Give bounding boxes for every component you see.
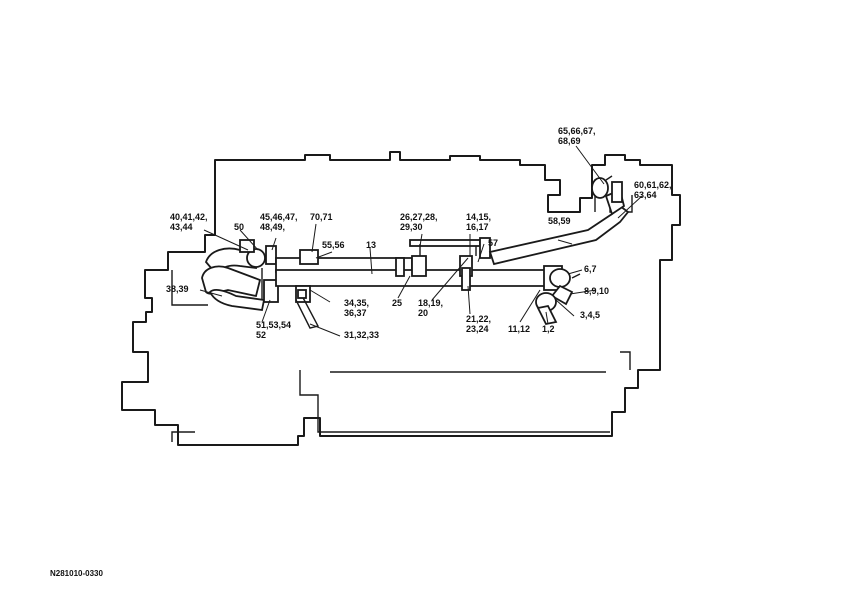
callout-34-37-line2: 36,37 <box>344 308 367 318</box>
callout-8-10: 8,9,10 <box>584 286 609 296</box>
leader-lines <box>199 145 643 337</box>
callout-45-49: 45,46,47, <box>260 212 298 222</box>
callout-57: 57 <box>488 238 498 248</box>
figure-code: N281010-0330 <box>50 569 103 578</box>
engine-block-outline <box>121 151 681 446</box>
callout-25: 25 <box>392 298 402 308</box>
callout-58-59: 58,59 <box>548 216 571 226</box>
callout-38-39: 38,39 <box>166 284 189 294</box>
callout-55-56: 55,56 <box>322 240 345 250</box>
callout-70-71: 70,71 <box>310 212 333 222</box>
manifold-pipes <box>275 237 546 329</box>
callout-14-17: 14,15, <box>466 212 491 222</box>
callout-40-44: 40,41,42, <box>170 212 208 222</box>
callout-6-7: 6,7 <box>584 264 597 274</box>
callout-1-2: 1,2 <box>542 324 555 334</box>
callout-51-54: 51,53,54 <box>256 320 291 330</box>
callout-11-12: 11,12 <box>508 324 530 334</box>
callout-60-64-line2: 63,64 <box>634 190 657 200</box>
right-riser-pipe <box>488 175 630 266</box>
callout-14-17-line2: 16,17 <box>466 222 489 232</box>
callout-21-24: 21,22, <box>466 314 491 324</box>
callout-labels: 65,66,67, 68,69 60,61,62, 63,64 40,41,42… <box>166 126 672 340</box>
callout-34-37: 34,35, <box>344 298 369 308</box>
callout-65-69-line2: 68,69 <box>558 136 581 146</box>
right-end-fittings <box>535 265 581 326</box>
callout-21-24-line2: 23,24 <box>466 324 489 334</box>
callout-31-33: 31,32,33 <box>344 330 379 340</box>
callout-40-44-line2: 43,44 <box>170 222 193 232</box>
callout-51-54-line2: 52 <box>256 330 266 340</box>
left-elbow-pipes <box>201 239 279 312</box>
callout-60-64: 60,61,62, <box>634 180 672 190</box>
callout-50: 50 <box>234 222 244 232</box>
callout-45-49-line2: 48,49, <box>260 222 285 232</box>
callout-13: 13 <box>366 240 376 250</box>
callout-18-20-line2: 20 <box>418 308 428 318</box>
callout-26-30-line2: 29,30 <box>400 222 423 232</box>
callout-18-20: 18,19, <box>418 298 443 308</box>
callout-3-5: 3,4,5 <box>580 310 600 320</box>
callout-65-69: 65,66,67, <box>558 126 596 136</box>
callout-26-30: 26,27,28, <box>400 212 438 222</box>
